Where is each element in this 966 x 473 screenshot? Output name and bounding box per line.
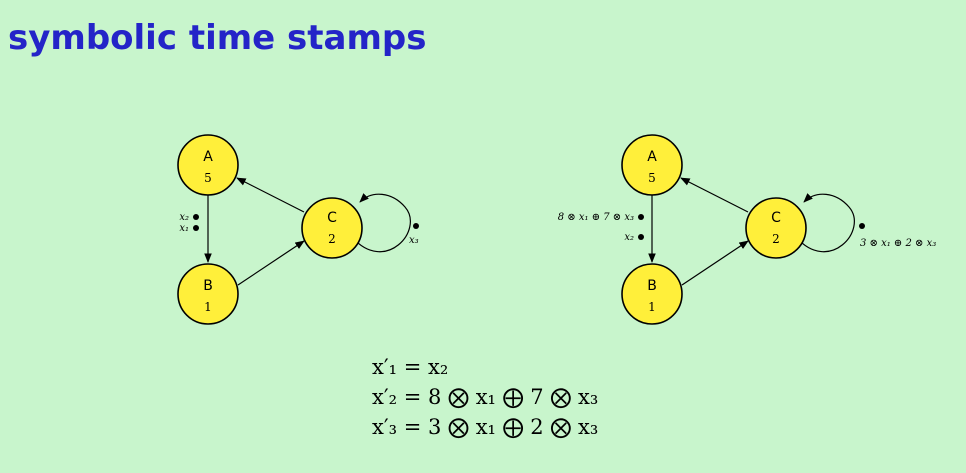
node-c-value: 2 [772, 232, 780, 246]
node-b-value: 1 [648, 300, 656, 314]
edge-b-to-c [237, 240, 305, 286]
token-label: 3 ⊗ x₁ ⊕ 2 ⊗ x₃ [860, 238, 936, 249]
node-a-name: A [203, 149, 213, 165]
node-b-name: B [647, 278, 657, 294]
equation-line: x′₂ = 8 ⨂ x₁ ⨁ 7 ⨂ x₃ [372, 385, 599, 409]
node-a: A 5 [621, 134, 683, 196]
slide-title: symbolic time stamps [8, 18, 427, 58]
node-c: C 2 [301, 197, 363, 259]
edge-b-to-c [681, 240, 749, 286]
node-b: B 1 [177, 263, 239, 325]
equations-block: x′₁ = x₂ x′₂ = 8 ⨂ x₁ ⨁ 7 ⨂ x₃ x′₃ = 3 ⨂… [372, 352, 598, 442]
token-label: x₃ [409, 235, 419, 246]
diagram-left: A 5 B 1 C 2 x₂ x₁ x₃ [177, 134, 419, 325]
token-dot [638, 234, 644, 240]
node-c-value: 2 [328, 232, 336, 246]
node-b-name: B [203, 278, 213, 294]
edge-c-to-a [680, 177, 749, 213]
token-label: x₂ [179, 212, 189, 223]
node-a-value: 5 [648, 171, 656, 185]
token-dot [193, 225, 199, 231]
token-label: x₂ [624, 232, 634, 243]
edge-c-self-loop [351, 193, 411, 253]
token-label: 8 ⊗ x₁ ⊕ 7 ⊗ x₃ [558, 212, 634, 223]
edge-c-self-loop [795, 193, 855, 253]
node-a-name: A [647, 149, 657, 165]
token-dot [413, 223, 419, 229]
diagram-right: A 5 B 1 C 2 8 ⊗ x₁ ⊕ 7 ⊗ x₃ x₂ 3 ⊗ x₁ ⊕ … [558, 134, 936, 325]
node-b: B 1 [621, 263, 683, 325]
node-a-value: 5 [204, 171, 212, 185]
node-b-value: 1 [204, 300, 212, 314]
equation-line: x′₃ = 3 ⨂ x₁ ⨁ 2 ⨂ x₃ [372, 415, 599, 439]
token-dot [193, 214, 199, 220]
node-c-name: C [327, 210, 337, 226]
equation-line: x′₁ = x₂ [372, 355, 449, 379]
node-a: A 5 [177, 134, 239, 196]
token-label: x₁ [179, 223, 189, 234]
token-dot [859, 223, 865, 229]
token-dot [638, 214, 644, 220]
node-c: C 2 [745, 197, 807, 259]
edge-c-to-a [236, 177, 305, 213]
node-c-name: C [771, 210, 781, 226]
